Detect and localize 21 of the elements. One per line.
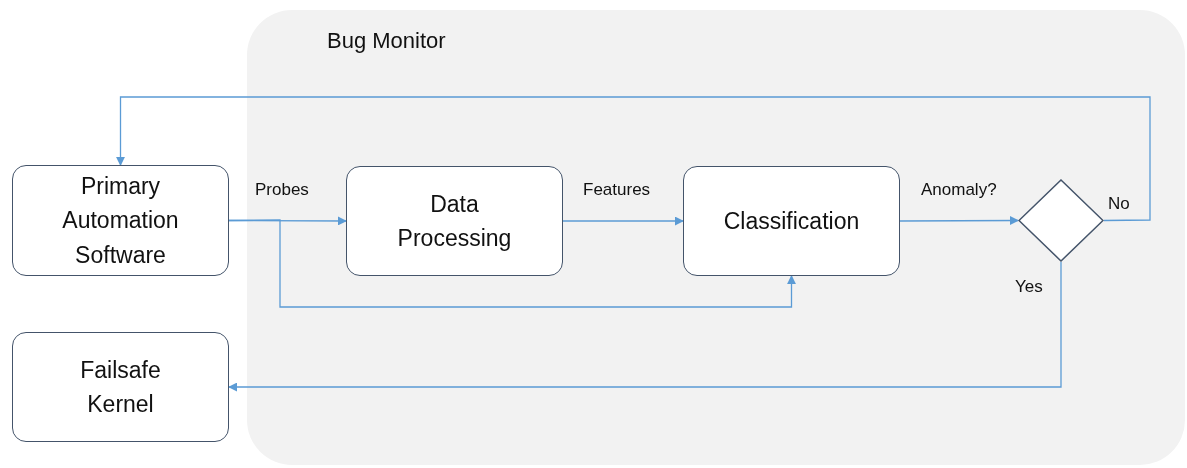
arrow (562, 216, 684, 226)
edge-label: Anomaly? (921, 180, 997, 200)
process-box (346, 166, 563, 276)
arrow (228, 261, 1062, 392)
edge-label: Features (583, 180, 651, 200)
monitor-region (247, 10, 1185, 465)
node-label: Data Processing (396, 189, 513, 253)
node-label: Failsafe Kernel (79, 355, 162, 419)
region-title: Bug Monitor (327, 28, 446, 54)
node-label: Classification (723, 206, 860, 236)
node-label: Primary Automation Software (61, 171, 180, 270)
edge-label: Yes (1015, 277, 1043, 297)
arrow (116, 96, 1151, 222)
edge-label: No (1108, 194, 1130, 214)
decision-diamond (1018, 179, 1104, 262)
process-box (683, 166, 900, 276)
arrow (228, 219, 796, 308)
edge-label: Probes (255, 180, 309, 200)
process-box (12, 332, 229, 442)
process-box (12, 165, 229, 276)
arrow (899, 216, 1019, 226)
